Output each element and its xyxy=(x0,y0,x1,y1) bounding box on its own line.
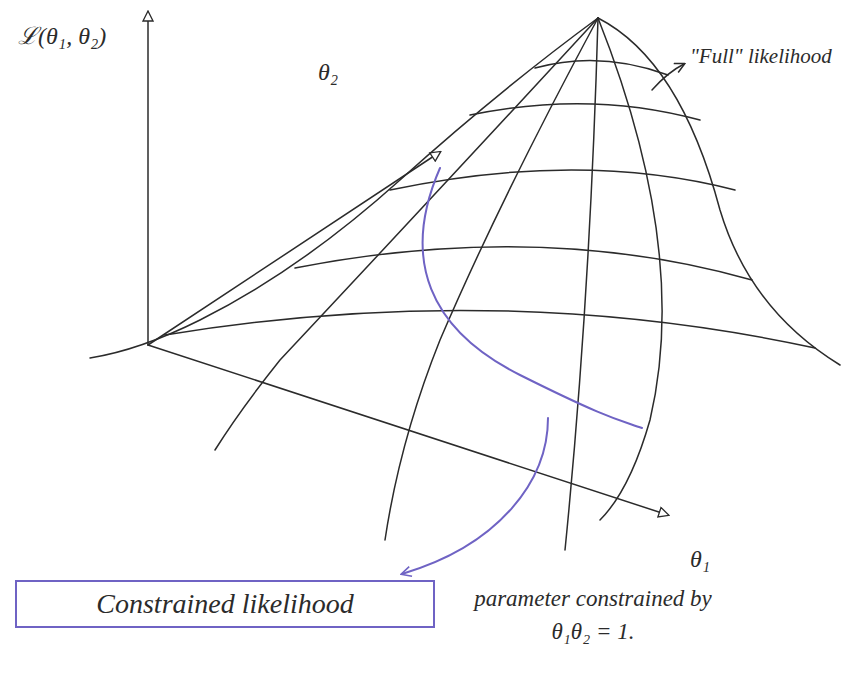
surface-meridian xyxy=(385,18,598,540)
surface-contour xyxy=(535,60,668,75)
surface-outline xyxy=(598,18,840,365)
constraint-curve xyxy=(423,168,642,428)
surface-contour xyxy=(390,170,735,190)
axis-label: θ₂ xyxy=(318,58,338,87)
pointer-arrow xyxy=(652,64,684,90)
surface-contour xyxy=(165,310,815,348)
surface-label: "Full" likelihood xyxy=(690,44,832,69)
leader-arrow xyxy=(402,418,548,574)
theta1-axis xyxy=(148,345,668,515)
axis-label: ℒ(θ₁, θ₂) xyxy=(18,22,106,51)
surface-contour xyxy=(470,104,700,120)
theta2-axis xyxy=(148,152,440,345)
constraint-note: parameter constrained by θ₁θ₂ = 1. xyxy=(462,582,724,649)
surface-outline xyxy=(90,18,598,358)
axis-label: θ₁ xyxy=(690,545,710,574)
callout-box: Constrained likelihood xyxy=(15,580,435,628)
surface-contour xyxy=(295,247,752,280)
surface-meridian xyxy=(598,18,662,520)
surface-meridian xyxy=(565,18,598,550)
likelihood-axis xyxy=(147,12,149,345)
box-title: Constrained likelihood xyxy=(96,588,353,620)
